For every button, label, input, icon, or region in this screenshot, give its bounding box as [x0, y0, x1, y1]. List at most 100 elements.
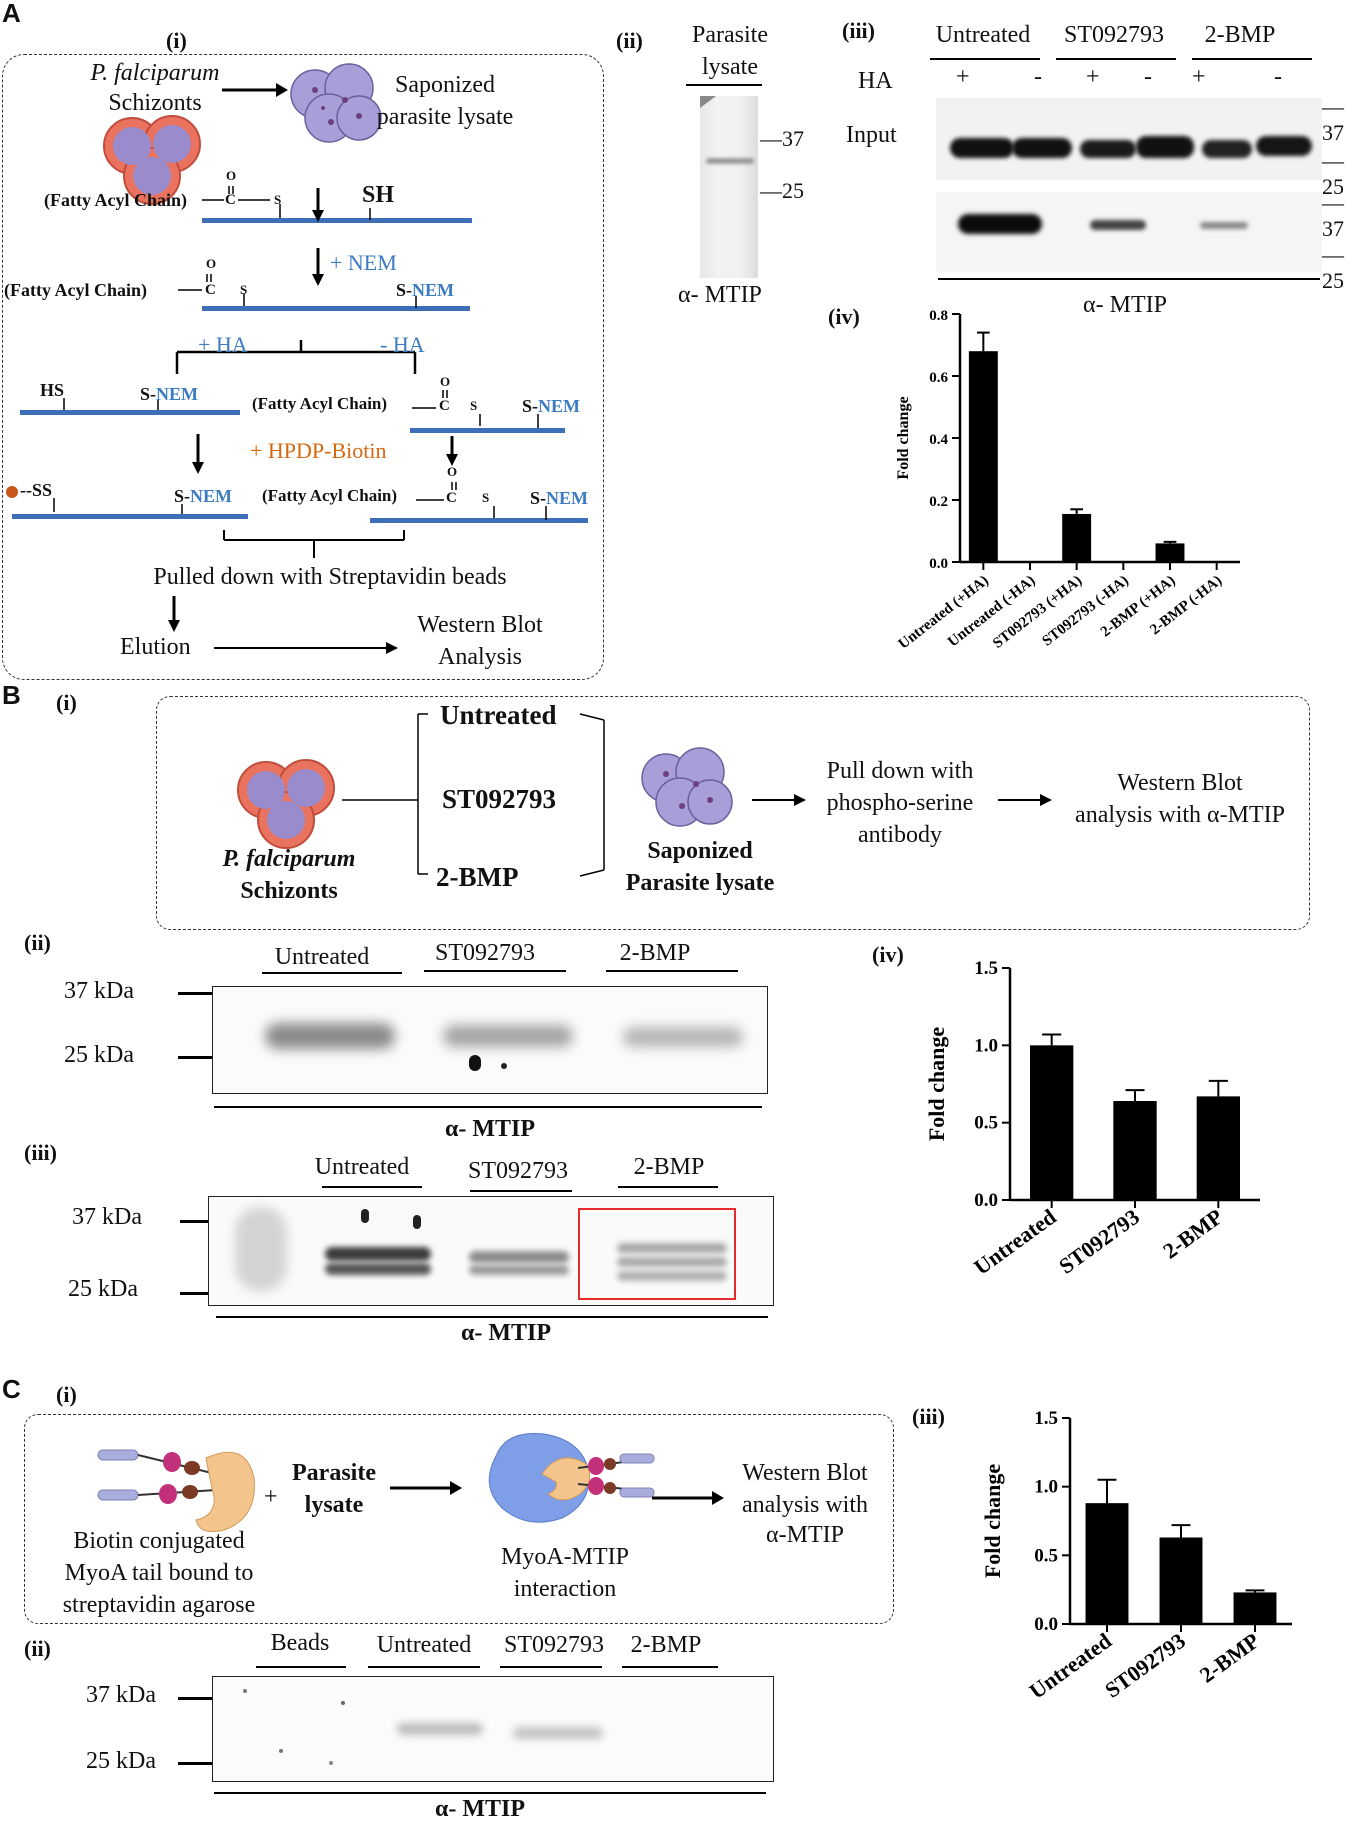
arrow-down-icon: [312, 188, 324, 222]
oxygen-1: O: [226, 168, 237, 183]
species-label-a: P. falciparum: [90, 60, 220, 86]
thioester-bond-1: [202, 186, 281, 218]
group-2bmp-a: 2-BMP: [1204, 22, 1276, 48]
panel-a-i-frame: [2, 54, 604, 680]
panel-c-ii-label: (ii): [24, 1636, 51, 1661]
biotin-dot-icon: [6, 486, 18, 498]
blot-b-ii: [212, 986, 768, 1094]
oxygen-2: O: [206, 256, 217, 271]
pulldown-label-3: antibody: [858, 822, 942, 848]
panel-letter-b: B: [2, 680, 21, 710]
carbon-4: C: [446, 490, 457, 506]
bar: [968, 351, 998, 562]
protein-bar-2: [202, 306, 470, 311]
sulfur-4: S: [482, 490, 490, 505]
b-ii-marker-25: 25 kDa: [64, 1042, 134, 1068]
sign-2: -: [1034, 64, 1042, 90]
blot-a-ii: [700, 96, 758, 278]
arrow-right-icon: [752, 794, 806, 806]
panel-letter-c: C: [2, 1374, 21, 1404]
x-tick-label: 2-BMP: [1158, 1204, 1227, 1264]
panel-b-ii-label: (ii): [24, 930, 51, 955]
arrow-down-icon: [312, 248, 324, 286]
panel-c-i-label: (i): [56, 1382, 77, 1407]
bar: [1030, 1045, 1074, 1200]
arrow-down-icon: [168, 596, 180, 632]
thioester-bond-4: [416, 482, 495, 518]
oxygen-4: O: [447, 464, 458, 479]
panel-letter-a: A: [2, 0, 21, 28]
x-tick-label: Untreated: [969, 1204, 1060, 1280]
c-ii-group-4: 2-BMP: [630, 1632, 702, 1658]
b-ii-group-3: 2-BMP: [619, 940, 691, 966]
bar: [1159, 1537, 1203, 1624]
plus-ha-label: + HA: [198, 332, 248, 357]
treatment-bracket: [342, 713, 605, 877]
merge-bracket: [223, 530, 405, 558]
carbon-1: C: [225, 192, 236, 208]
panel-b-iii-label: (iii): [24, 1140, 57, 1165]
fatty-acyl-3: (Fatty Acyl Chain): [252, 394, 388, 413]
protein-bar-3: [20, 410, 240, 415]
sign-4: -: [1144, 64, 1152, 90]
wb-label-c-1: Western Blot: [742, 1460, 868, 1486]
lane-underline: [686, 84, 762, 86]
myoa-label-2: interaction: [513, 1576, 617, 1602]
schizont-cluster-b: [237, 759, 335, 849]
s-nem-2: S-NEM: [396, 280, 455, 300]
c-ii-group-3: ST092793: [503, 1632, 604, 1658]
antibody-a-ii: α- MTIP: [678, 282, 762, 308]
sign-5: +: [1192, 64, 1206, 90]
hpdp-biotin-label: + HPDP-Biotin: [250, 438, 387, 463]
y-tick-label: 0.4: [929, 432, 948, 448]
blot-c-ii: [212, 1676, 774, 1782]
schizonts-label-b: Schizonts: [240, 878, 338, 904]
schizont-cluster-a: [103, 115, 201, 205]
blot-b-iii: [208, 1196, 774, 1306]
b-ii-marker-37: 37 kDa: [64, 978, 134, 1004]
biotin-label-1: Biotin conjugated: [73, 1528, 245, 1554]
y-tick-label: 0.0: [1034, 1614, 1058, 1635]
antibody-b-iii: α- MTIP: [460, 1320, 552, 1346]
arrow-down-icon: [192, 434, 204, 474]
bar: [1196, 1096, 1240, 1200]
arrow-right-icon: [652, 1491, 724, 1505]
blot-a-iii-input: [936, 98, 1322, 180]
b-iii-group-2: ST092793: [467, 1158, 568, 1184]
marker-25-a-iii-2: —25: [1322, 242, 1344, 293]
lysate-label-a-2: parasite lysate: [376, 104, 514, 130]
wb-label-b-1: Western Blot: [1117, 770, 1243, 796]
b-ii-group-2: ST092793: [434, 940, 535, 966]
bar: [1233, 1592, 1277, 1624]
plus-nem-label: + NEM: [330, 250, 397, 275]
lysate-label-b-1: Saponized: [647, 838, 753, 864]
schizonts-label-a: Schizonts: [108, 90, 202, 116]
y-tick-label: 0.5: [1034, 1545, 1058, 1566]
y-tick-label: 0.5: [974, 1113, 998, 1134]
lysate-blob-b: [641, 747, 733, 827]
parasite-lysate-c-1: Parasite: [292, 1460, 376, 1486]
y-axis-label: Fold change: [895, 396, 912, 479]
biotin-label-2: MyoA tail bound to: [64, 1560, 254, 1586]
pulldown-label-2: phospho-serine: [826, 790, 974, 816]
myoa-mtip-complex-icon: [488, 1432, 655, 1523]
marker-37-a-ii: —37: [760, 126, 804, 151]
lysate-blob-a: [290, 63, 382, 143]
marker-25-a-iii-1: —25: [1322, 148, 1344, 199]
wb-label-c-2: analysis with: [742, 1492, 868, 1518]
bar: [1113, 1101, 1157, 1200]
y-axis-label: Fold change: [924, 1027, 949, 1142]
y-tick-label: 0.2: [929, 494, 948, 510]
y-tick-label: 1.5: [1034, 1408, 1058, 1429]
arrow-right-icon: [222, 83, 288, 97]
wb-label-b-2: analysis with α-MTIP: [1075, 802, 1285, 828]
y-tick-label: 0.0: [929, 556, 948, 572]
hs-label: HS: [40, 380, 65, 400]
sign-6: -: [1274, 64, 1282, 90]
panel-a-ii-label: (ii): [616, 28, 643, 53]
b-iii-group-3: 2-BMP: [633, 1154, 705, 1180]
y-tick-label: 1.0: [1034, 1477, 1058, 1498]
panel-a-iii-label: (iii): [842, 18, 875, 43]
panel-a-i-label: (i): [166, 28, 187, 53]
